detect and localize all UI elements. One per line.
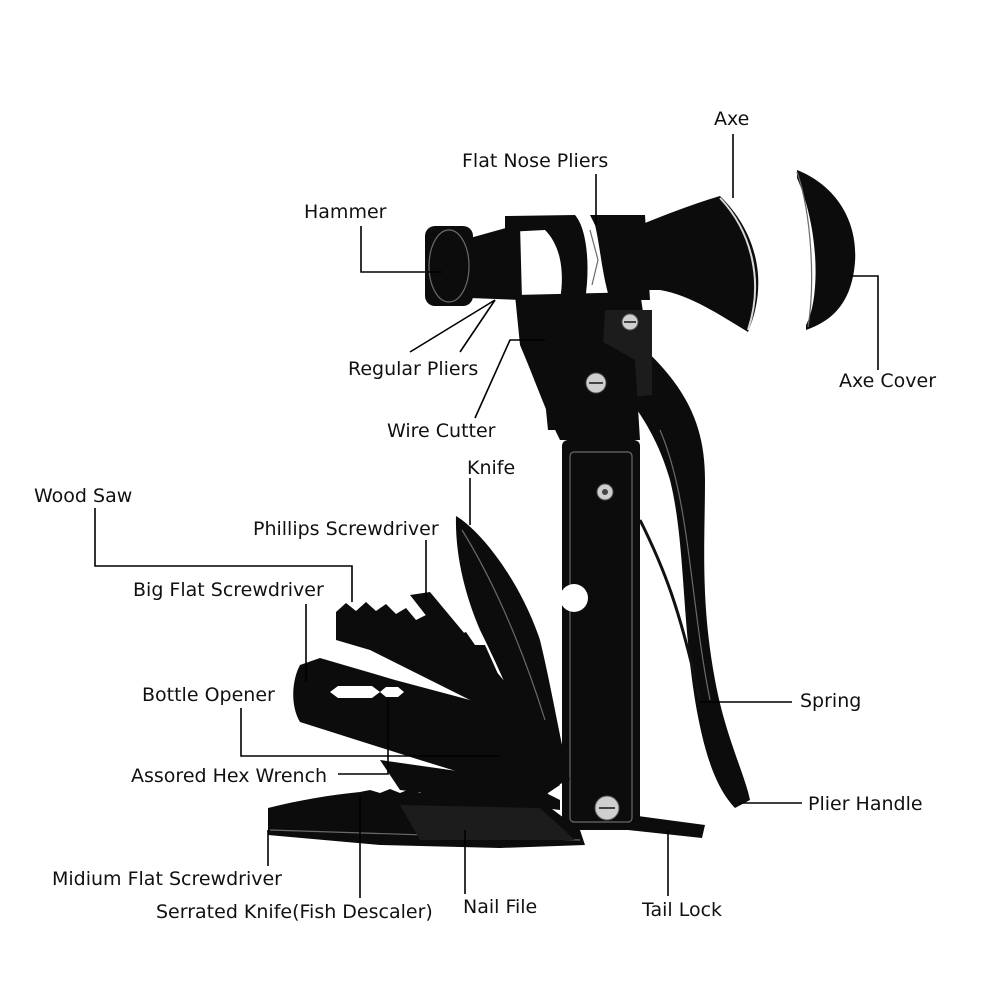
label-flat-nose-pliers: Flat Nose Pliers (462, 150, 609, 172)
label-nail-file: Nail File (463, 896, 538, 918)
hammer-leader (360, 226, 442, 273)
label-axe-cover: Axe Cover (839, 370, 937, 392)
axe-head-shape (640, 196, 759, 332)
axe-cover-shape (797, 170, 856, 330)
handle-grip-shape (562, 440, 640, 830)
tail-lock-shape (628, 815, 705, 838)
knife-blade-shape (455, 516, 570, 790)
label-regular-pliers: Regular Pliers (348, 358, 479, 380)
upper-jaw-shape (505, 215, 588, 300)
label-knife: Knife (467, 457, 516, 479)
nail-file-shape (400, 805, 575, 840)
leader-lines (94, 134, 879, 898)
label-hammer: Hammer (304, 201, 387, 223)
label-bottle-opener: Bottle Opener (142, 684, 275, 706)
label-phillips-screwdriver: Phillips Screwdriver (253, 518, 439, 540)
axe-cover-leader (850, 275, 879, 370)
spring-shape (638, 519, 702, 701)
hammer-cap-shape (425, 226, 473, 306)
bottle-opener-leader (240, 708, 500, 757)
label-axe: Axe (714, 108, 750, 130)
main-handle-shape (520, 340, 640, 440)
label-big-flat-screwdriver: Big Flat Screwdriver (133, 579, 324, 601)
regular-pliers-leader (459, 299, 496, 353)
label-wood-saw: Wood Saw (34, 485, 133, 507)
label-serrated-knife: Serrated Knife(Fish Descaler) (156, 901, 433, 923)
wood-saw-shape (336, 602, 550, 800)
plier-handle-shape (630, 345, 750, 808)
label-tail-lock: Tail Lock (642, 899, 723, 921)
label-hex-wrench: Assored Hex Wrench (131, 765, 328, 787)
wood-saw-leader (94, 508, 353, 602)
label-plier-handle: Plier Handle (808, 793, 923, 815)
label-wire-cutter: Wire Cutter (387, 420, 496, 442)
lower-jaw-shape (590, 215, 650, 300)
label-medium-flat-screwdriver: Midium Flat Screwdriver (52, 868, 282, 890)
label-spring: Spring (800, 690, 862, 712)
wire-cutter-leader (474, 339, 545, 419)
hex-wrench-leader (338, 700, 389, 775)
regular-pliers-leader-2 (409, 299, 496, 353)
